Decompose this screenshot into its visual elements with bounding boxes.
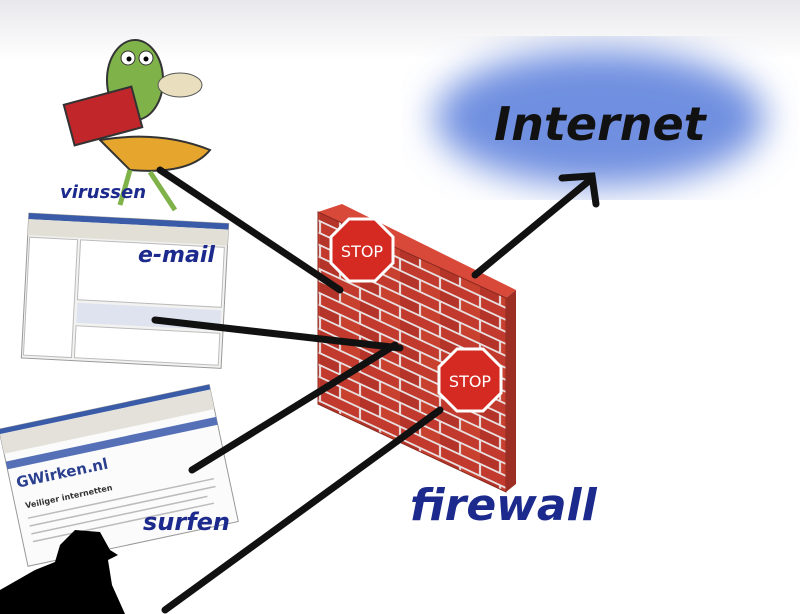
svg-text:STOP: STOP [341, 242, 384, 261]
email-client-screenshot [20, 212, 230, 369]
virus-monster-icon [62, 39, 212, 212]
surf-label: surfen [143, 508, 230, 536]
internet-cloud [435, 50, 765, 186]
internet-label: Internet [494, 97, 708, 151]
connection-lines [151, 166, 600, 614]
hacker-silhouette-icon [0, 530, 125, 614]
browser-screenshot: GWirken.nl Veiliger internetten [0, 383, 239, 567]
firewall-label: firewall [410, 480, 598, 531]
stop-sign-1: STOP [329, 217, 395, 283]
svg-text:STOP: STOP [449, 372, 492, 391]
email-label: e-mail [138, 243, 215, 268]
stop-sign-2: STOP [437, 347, 503, 413]
virus-label: virussen [60, 182, 146, 203]
